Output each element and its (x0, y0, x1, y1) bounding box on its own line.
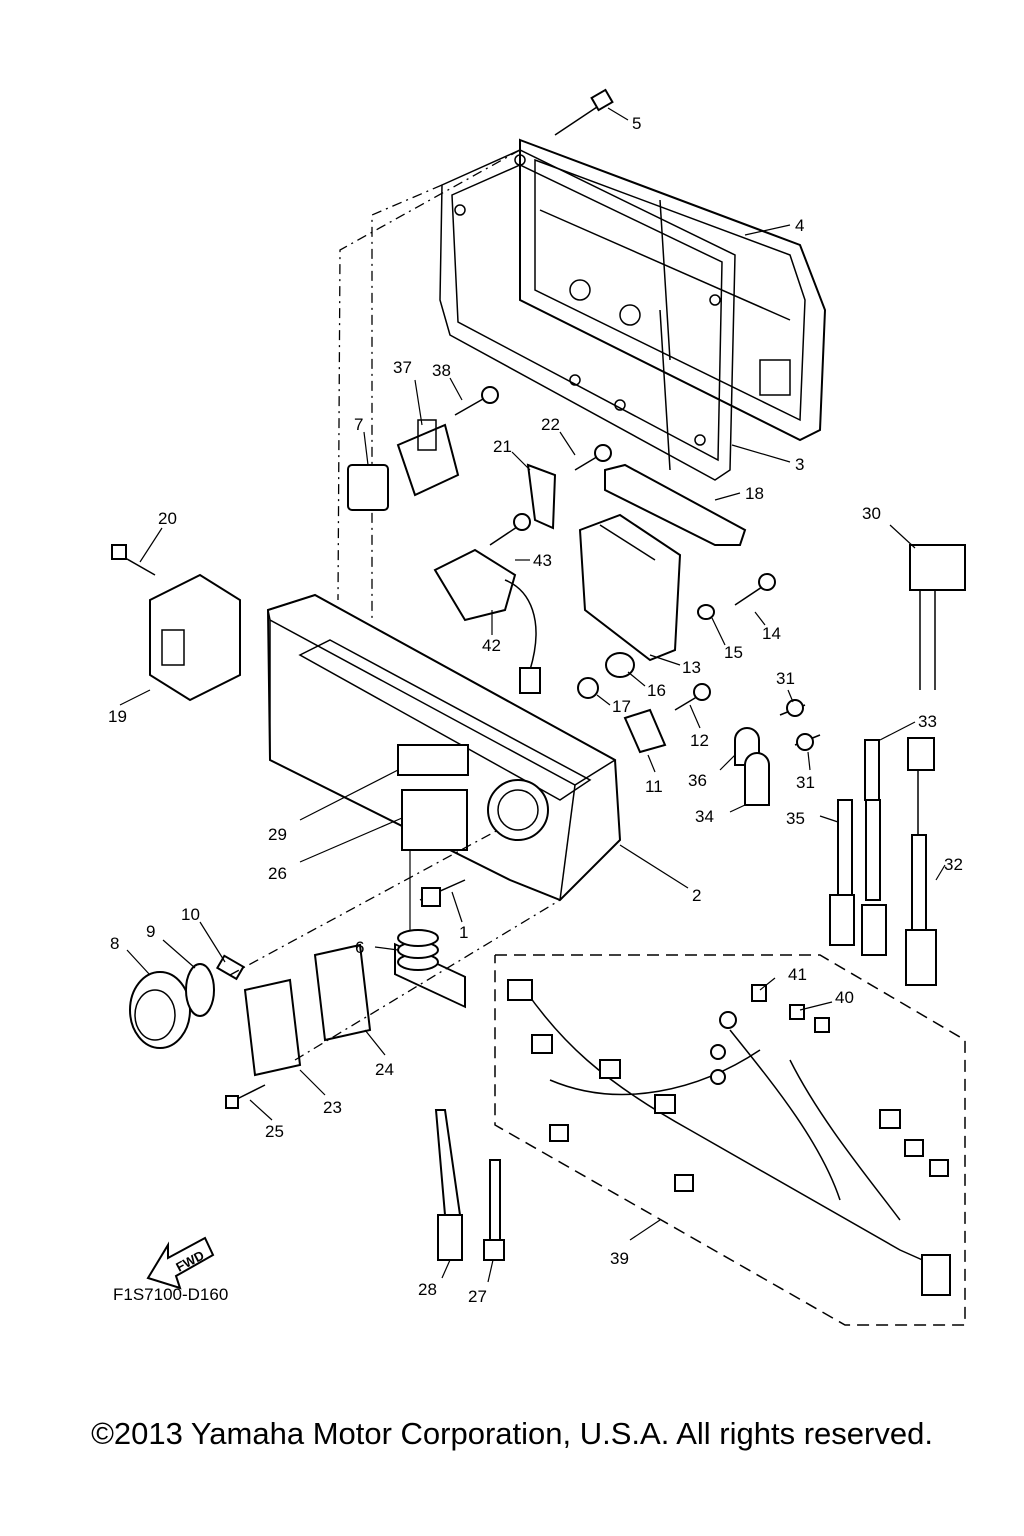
screw-22 (574, 444, 612, 471)
assembly-line-cap (229, 829, 499, 976)
callout-4: 4 (795, 216, 804, 235)
screw-12 (674, 683, 711, 711)
washer-15 (697, 604, 715, 620)
copyright-notice: ©2013 Yamaha Motor Corporation, U.S.A. A… (91, 1416, 933, 1451)
assembly-line-gasket (371, 184, 443, 620)
callout-12: 12 (690, 731, 709, 750)
callout-14: 14 (762, 624, 781, 643)
callout-13: 13 (682, 658, 701, 677)
callout-43: 43 (533, 551, 552, 570)
assembly-line-cover (337, 149, 521, 601)
callout-5: 5 (632, 114, 641, 133)
pad-7 (347, 464, 389, 511)
callout-22: 22 (541, 415, 560, 434)
screw-38 (454, 386, 499, 416)
callout-10: 10 (181, 905, 200, 924)
grommet-6 (397, 850, 439, 971)
cover-plate (519, 138, 827, 442)
callout-38: 38 (432, 361, 451, 380)
callout-25: 25 (265, 1122, 284, 1141)
bolt-31-lower (794, 733, 821, 751)
callout-8: 8 (110, 934, 119, 953)
o-ring-9 (185, 963, 215, 1017)
gasket-24 (313, 943, 372, 1042)
callout-39: 39 (610, 1249, 629, 1268)
plate-23 (243, 978, 302, 1077)
callout-18: 18 (745, 484, 764, 503)
callout-19: 19 (108, 707, 127, 726)
screw-43 (489, 513, 531, 546)
callout-11: 11 (645, 777, 663, 796)
callout-24: 24 (375, 1060, 394, 1079)
callout-20: 20 (158, 509, 177, 528)
cap-34 (744, 752, 770, 806)
callout-35: 35 (786, 809, 805, 828)
cap-8 (129, 971, 191, 1049)
forward-arrow-icon: FWD (146, 1236, 215, 1290)
callout-2: 2 (692, 886, 701, 905)
callout-34: 34 (695, 807, 714, 826)
callout-30: 30 (862, 504, 881, 523)
strap-18 (604, 463, 747, 546)
bracket-21 (526, 463, 557, 530)
relay-37 (396, 419, 460, 497)
lead-32 (905, 737, 937, 986)
clip-10 (215, 954, 245, 981)
bracket-11 (623, 708, 667, 754)
label-plate-29 (397, 744, 469, 776)
assembly-line-plate (294, 899, 561, 1061)
fuse-41 (751, 984, 767, 1002)
callout-23: 23 (323, 1098, 342, 1117)
callout-3: 3 (795, 455, 804, 474)
rectifier-19 (149, 573, 241, 702)
part-callouts: 5 4 3 37 38 7 21 22 18 30 20 43 14 15 42… (108, 107, 963, 1306)
diagram-code: F1S7100-D160 (113, 1285, 228, 1304)
callout-27: 27 (468, 1287, 487, 1306)
callout-17: 17 (612, 697, 631, 716)
bolt-31-upper (779, 699, 806, 717)
sensor-42 (433, 548, 541, 694)
callout-32: 32 (944, 855, 963, 874)
relay-30 (909, 544, 966, 690)
label-plate-26 (401, 789, 468, 851)
callout-31b: 31 (796, 773, 815, 792)
callout-29: 29 (268, 825, 287, 844)
callout-31a: 31 (776, 669, 795, 688)
callout-9: 9 (146, 922, 155, 941)
callout-15: 15 (724, 643, 743, 662)
screw-25 (225, 1084, 266, 1109)
tie-28 (434, 1109, 463, 1261)
collar-17 (577, 677, 599, 699)
callout-16: 16 (647, 681, 666, 700)
lead-33 (864, 739, 880, 801)
callout-6: 6 (355, 938, 364, 957)
tie-27 (483, 1159, 505, 1261)
callout-37: 37 (393, 358, 412, 377)
callout-42: 42 (482, 636, 501, 655)
callout-40: 40 (835, 988, 854, 1007)
screw-14 (734, 573, 776, 606)
callout-1: 1 (459, 923, 468, 942)
callout-36: 36 (688, 771, 707, 790)
callout-21: 21 (493, 437, 512, 456)
gasket (439, 149, 736, 481)
ecm-13 (578, 513, 682, 662)
wire-harness-39 (507, 979, 951, 1296)
bolt-20 (111, 544, 156, 576)
fuse-40 (789, 1004, 830, 1033)
callout-41: 41 (788, 965, 807, 984)
harness-box (494, 954, 966, 1326)
callout-28: 28 (418, 1280, 437, 1299)
callout-7: 7 (354, 415, 363, 434)
grommet-16 (605, 652, 635, 678)
lead-35 (829, 799, 887, 956)
callout-33: 33 (918, 712, 937, 731)
screw-5 (554, 88, 614, 136)
callout-26: 26 (268, 864, 287, 883)
bolt-1 (419, 879, 466, 907)
